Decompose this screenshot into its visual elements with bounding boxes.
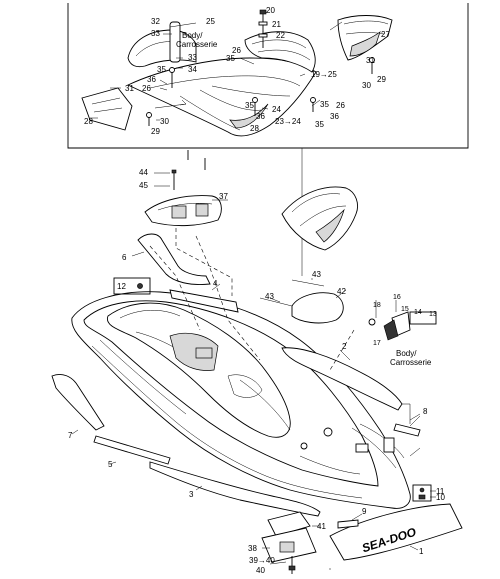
callout-8: 8 — [423, 407, 428, 416]
callout-5: 5 — [108, 460, 113, 469]
callout-22: 22 — [276, 31, 285, 40]
decal-strip-2 — [281, 347, 403, 411]
callout-19-to-25: 19→25 — [311, 70, 337, 79]
inset-leader-lines — [90, 21, 343, 121]
hood-assembly — [281, 186, 358, 251]
callout-9: 9 — [362, 507, 367, 516]
callout-33-b: 33 — [188, 53, 197, 62]
note-body-en-right: Body/ — [396, 349, 417, 358]
handlebar-pad-37 — [144, 195, 228, 227]
grab-handle — [127, 21, 197, 68]
decal-strip-3 — [149, 461, 321, 517]
callout-28-a: 28 — [84, 117, 93, 126]
callout-35-a: 35 — [226, 54, 235, 63]
right-leader-lines — [329, 403, 421, 570]
callout-35-b: 35 — [157, 65, 166, 74]
callout-1: 1 — [419, 547, 424, 556]
decal-strip-8 — [393, 423, 421, 437]
main-hull — [71, 291, 421, 509]
callout-15: 15 — [401, 306, 409, 313]
callout-35-c: 35 — [245, 101, 254, 110]
callout-3: 3 — [189, 490, 194, 499]
note-body-fr-right: Carrosserie — [390, 358, 432, 367]
callout-45: 45 — [139, 181, 148, 190]
body-panel-lower — [126, 57, 317, 137]
callout-37: 37 — [219, 192, 228, 201]
retainer-detail — [368, 300, 437, 341]
decal-strip-6 — [137, 233, 211, 285]
fastener-box-10-11 — [412, 484, 432, 502]
callout-23-to-24: 23→24 — [275, 117, 301, 126]
callout-14: 14 — [414, 309, 422, 316]
callout-34: 34 — [188, 65, 197, 74]
callout-27: 27 — [381, 30, 390, 39]
callout-26-b: 26 — [142, 84, 151, 93]
callout-11: 11 — [436, 487, 445, 496]
decal-strip-7 — [51, 374, 105, 431]
side-panel-28 — [81, 87, 133, 131]
callout-29-b: 29 — [151, 127, 160, 136]
callout-29-a: 29 — [377, 75, 386, 84]
callout-31-b: 31 — [125, 84, 134, 93]
small-latch-9 — [337, 519, 359, 529]
bolt-stack-20-22 — [258, 9, 268, 48]
callout-26-a: 26 — [232, 46, 241, 55]
callout-44: 44 — [139, 168, 148, 177]
callout-13: 13 — [429, 311, 437, 318]
callout-2: 2 — [342, 342, 347, 351]
note-body-fr-top: Carrosserie — [176, 40, 218, 49]
callout-21: 21 — [272, 20, 281, 29]
brand-decal-1: SEA-DOO — [329, 503, 463, 561]
hull-leader-lines — [71, 251, 436, 565]
callout-6: 6 — [122, 253, 127, 262]
trim-piece-41 — [267, 511, 311, 537]
inset-frame — [67, 3, 469, 149]
callout-24: 24 — [272, 105, 281, 114]
callout-28-b: 28 — [250, 124, 259, 133]
decal-strip-43 — [259, 279, 325, 307]
callout-26-c: 26 — [336, 101, 345, 110]
decal-strip-5 — [93, 435, 171, 465]
callout-30-b: 30 — [160, 117, 169, 126]
callout-43-a: 43 — [265, 292, 274, 301]
callout-43-b: 43 — [312, 270, 321, 279]
callout-33-a: 33 — [151, 29, 160, 38]
deflector-27 — [337, 15, 393, 61]
callout-25: 25 — [206, 17, 215, 26]
fasteners-39-40 — [288, 556, 296, 574]
callout-32: 32 — [151, 17, 160, 26]
callout-40: 40 — [256, 566, 265, 575]
callout-38: 38 — [248, 544, 257, 553]
retainer-12 — [113, 277, 151, 295]
callout-16: 16 — [393, 294, 401, 301]
callout-41: 41 — [317, 522, 326, 531]
decal-strip-4 — [169, 289, 239, 313]
callout-17: 17 — [373, 340, 381, 347]
callout-31-a: 31 — [366, 56, 375, 65]
callout-42: 42 — [337, 287, 346, 296]
callout-20: 20 — [266, 6, 275, 15]
callout-36-b: 36 — [256, 112, 265, 121]
inset-fasteners — [146, 57, 375, 126]
dashed-assembly-lines — [149, 228, 355, 371]
callout-30-a: 30 — [362, 81, 371, 90]
callout-36-a: 36 — [147, 75, 156, 84]
callout-39-to-40: 39→40 — [249, 556, 275, 565]
callout-4: 4 — [213, 279, 218, 288]
callout-7: 7 — [68, 431, 73, 440]
callout-35-e: 35 — [315, 120, 324, 129]
callout-35-d: 35 — [320, 100, 329, 109]
note-body-en-top: Body/ — [182, 31, 203, 40]
callout-36-c: 36 — [330, 112, 339, 121]
fasteners-44-45 — [154, 150, 206, 190]
callout-12: 12 — [117, 282, 126, 291]
callout-18: 18 — [373, 302, 381, 309]
hatch-38 — [261, 527, 317, 563]
storage-lid-42 — [291, 292, 344, 324]
callout-10: 10 — [436, 493, 445, 502]
